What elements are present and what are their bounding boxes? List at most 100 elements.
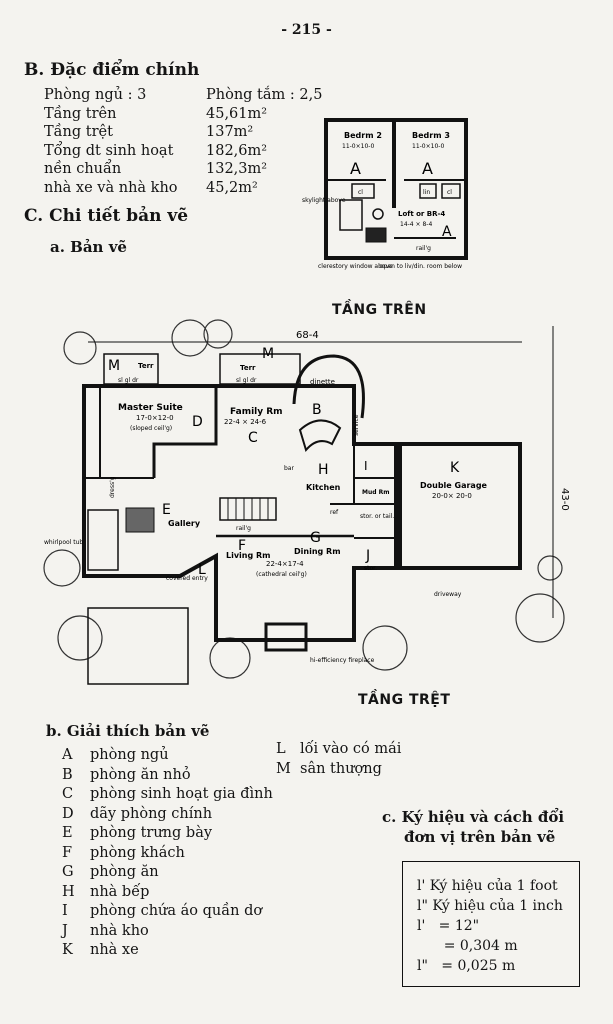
spec-value: 45,2m² bbox=[206, 179, 258, 196]
tree-shape bbox=[362, 625, 408, 671]
unit-line: l' Ký hiệu của 1 foot bbox=[417, 878, 558, 894]
bedroom3-mark: A bbox=[422, 159, 433, 178]
legend-text: phòng trưng bày bbox=[90, 825, 213, 841]
legend-text: phòng ăn bbox=[90, 864, 159, 880]
linen-label: lin bbox=[423, 189, 430, 196]
overall-depth: 43-0 bbox=[559, 488, 570, 511]
spec-label: Phòng ngủ : 3 bbox=[44, 87, 147, 103]
terrace-mid bbox=[219, 353, 301, 385]
spec-value: 45,61m² bbox=[206, 105, 268, 122]
kitchen-island bbox=[298, 419, 342, 453]
tree-shape bbox=[203, 319, 233, 349]
mark-m-mid: M bbox=[262, 346, 274, 362]
stor-label: stor. bbox=[364, 565, 377, 572]
front-walk bbox=[87, 607, 189, 685]
closet-box bbox=[351, 183, 375, 199]
living-size: 22-4×17-4 bbox=[266, 560, 304, 568]
legend-text: nhà bếp bbox=[90, 883, 150, 900]
bedroom2-size: 11-0×10-0 bbox=[342, 143, 374, 150]
gallery-label: Gallery bbox=[168, 519, 201, 528]
clerestory-label: clerestory window above bbox=[318, 263, 393, 270]
legend-key: F bbox=[62, 844, 73, 861]
units-box: l' Ký hiệu của 1 foot l" Ký hiệu của 1 i… bbox=[402, 861, 580, 987]
mark-f: F bbox=[238, 538, 246, 554]
sub-c-title-line2: đơn vị trên bản vẽ bbox=[404, 828, 556, 846]
garage-label: Double Garage bbox=[420, 481, 488, 490]
legend-text: phòng chứa áo quần dơ bbox=[90, 903, 263, 919]
tree-shape bbox=[209, 637, 251, 679]
spec-row: Phòng ngủ : 3 Phòng tắm : 2,5 bbox=[44, 86, 322, 105]
whirlpool-tub-shape bbox=[87, 509, 119, 571]
mark-k: K bbox=[450, 460, 460, 476]
unit-line: = 0,304 m bbox=[417, 938, 518, 954]
open-below-label: open to liv/din. room below bbox=[380, 263, 462, 270]
spec-value: Phòng tắm : 2,5 bbox=[206, 87, 323, 103]
legend-key: B bbox=[62, 766, 73, 783]
mark-l: L bbox=[198, 562, 206, 578]
living-rm-label: Living Rm bbox=[226, 551, 271, 560]
unit-line: l" = 0,025 m bbox=[417, 958, 516, 974]
terr-mid-label: Terr bbox=[240, 364, 256, 372]
dressing-label: dress'g bbox=[109, 476, 116, 498]
closet-label: cl bbox=[358, 189, 363, 196]
mark-j: J bbox=[365, 548, 370, 564]
legend-key: K bbox=[62, 942, 73, 958]
legend-text: dãy phòng chính bbox=[90, 805, 213, 822]
legend-key: D bbox=[62, 805, 74, 822]
closet-label: cl bbox=[447, 189, 452, 196]
mark-h: H bbox=[318, 462, 329, 478]
mark-d: D bbox=[192, 414, 203, 430]
sub-c-title-line1: c. Ký hiệu và cách đổi bbox=[382, 808, 565, 826]
service-label: service bbox=[353, 414, 360, 436]
mark-c: C bbox=[248, 430, 258, 446]
dinette-bay bbox=[292, 354, 365, 419]
legend-key: M bbox=[276, 760, 291, 777]
covered-entry-label: covered entry bbox=[166, 575, 208, 582]
dining-rm-label: Dining Rm bbox=[294, 547, 341, 556]
mark-b: B bbox=[312, 402, 322, 418]
sl-gl-dr-mid: sl gl dr bbox=[236, 377, 257, 384]
spec-value: 132,3m² bbox=[206, 161, 268, 177]
spec-label: nền chuẩn bbox=[44, 161, 122, 177]
driveway-label: driveway bbox=[434, 591, 462, 598]
bedroom2-label: Bedrm 2 bbox=[344, 131, 382, 140]
master-wall bbox=[84, 384, 218, 478]
loft-size: 14-4 × 8-4 bbox=[400, 221, 432, 228]
linen-box bbox=[419, 183, 437, 199]
main-stair bbox=[219, 497, 277, 521]
spec-label: Tổng dt sinh hoạt bbox=[44, 142, 174, 159]
skylight-label: skylight above bbox=[302, 197, 346, 204]
bedroom2-mark: A bbox=[350, 159, 361, 178]
ground-floor-plan: 68-4 43-0 bbox=[43, 319, 570, 685]
ground-floor-caption: TẦNG TRỆT bbox=[358, 692, 451, 708]
tree-shape bbox=[515, 593, 565, 643]
fireplace-label: hi-efficiency fireplace bbox=[310, 657, 375, 664]
legend-key: E bbox=[62, 825, 73, 841]
legend-text: nhà kho bbox=[90, 922, 149, 939]
master-suite-note: (sloped ceil'g) bbox=[130, 425, 172, 432]
unit-line: l' = 12" bbox=[417, 918, 480, 934]
master-suite-size: 17-0×12-0 bbox=[136, 414, 174, 422]
tree-shape bbox=[63, 331, 97, 365]
legend-key: J bbox=[62, 922, 68, 939]
ref-label: ref bbox=[330, 509, 339, 516]
legend-key: H bbox=[62, 883, 75, 900]
spec-row: nền chuẩn 132,3m² bbox=[44, 160, 322, 179]
bedroom3-label: Bedrm 3 bbox=[412, 131, 450, 140]
sink-fixture bbox=[372, 208, 384, 220]
sl-gl-dr-left: sl gl dr bbox=[118, 377, 139, 384]
mud-rm-label: Mud Rm bbox=[362, 489, 390, 496]
legend-text: phòng sinh hoạt gia đình bbox=[90, 786, 273, 802]
upper-floor-caption: TẦNG TRÊN bbox=[332, 302, 427, 318]
legend-text: phòng ăn nhỏ bbox=[90, 766, 191, 783]
kitchen-label: Kitchen bbox=[306, 483, 341, 492]
